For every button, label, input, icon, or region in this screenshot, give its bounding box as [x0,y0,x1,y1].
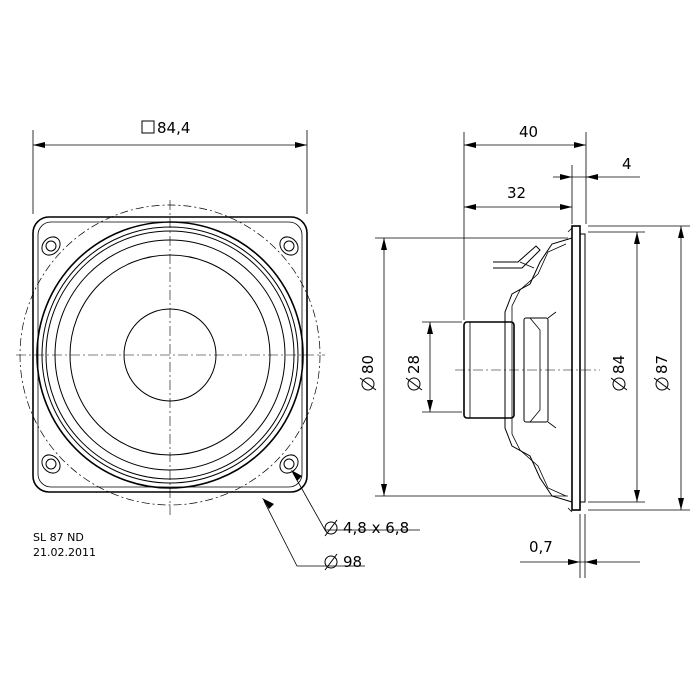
mounting-hole-bottom-left [41,454,61,474]
magnet-ring [523,317,549,423]
mounting-hole-label: 4,8 x 6,8 [343,519,409,537]
dimension-overall-depth: 40 [463,123,587,320]
surround-ring-3 [45,230,295,480]
diameter-28-label: 28 [405,355,423,374]
gasket-plate [579,233,586,503]
square-frame-outer [32,216,308,493]
surround-outer-ring [36,221,304,489]
mounting-hole-top-left [41,236,61,256]
diameter-84-label: 84 [610,355,628,374]
magnet-depth-label: 32 [507,184,526,202]
square-symbol [141,120,155,134]
dimension-square-size: 84,4 [32,119,308,214]
mounting-hole-bottom-right [279,454,299,474]
basket-inner [511,243,567,497]
cone-ring [69,254,271,456]
side-view: 40 4 32 80 [359,123,690,578]
leader-mounting-hole: 4,8 x 6,8 [291,470,420,537]
dimension-flange-thickness: 4 [553,155,640,224]
dimension-diameter-28: 28 [405,321,462,413]
date-label: 21.02.2011 [33,546,96,559]
model-label: SL 87 ND [33,531,84,544]
bolt-circle-label: 98 [343,553,362,571]
terminal-lug [493,245,541,269]
dimension-gap: 0,7 [520,514,640,578]
front-view: 84,4 4,8 x 6,8 98 SL 87 ND 21.02.2011 [16,119,420,571]
diameter-80-label: 80 [359,355,377,374]
diameter-87-label: 87 [653,355,671,374]
flange-edge [567,227,573,233]
basket-upper [504,237,573,503]
surround-ring-2 [41,226,299,484]
flange-plate [571,225,581,511]
magnet-pot [463,321,515,419]
dimension-diameter-80: 80 [359,237,568,497]
flange-thickness-label: 4 [622,155,632,173]
leader-bolt-circle: 98 [262,498,365,571]
square-size-label: 84,4 [157,119,190,137]
mounting-hole-top-right [279,236,299,256]
dimension-magnet-depth: 32 [464,184,572,210]
gap-label: 0,7 [529,538,553,556]
overall-depth-label: 40 [519,123,538,141]
surround-inner-ring [54,239,286,471]
dimension-diameter-87: 87 [588,225,690,511]
dust-cap [123,308,217,402]
dimension-diameter-84: 84 [588,231,645,503]
